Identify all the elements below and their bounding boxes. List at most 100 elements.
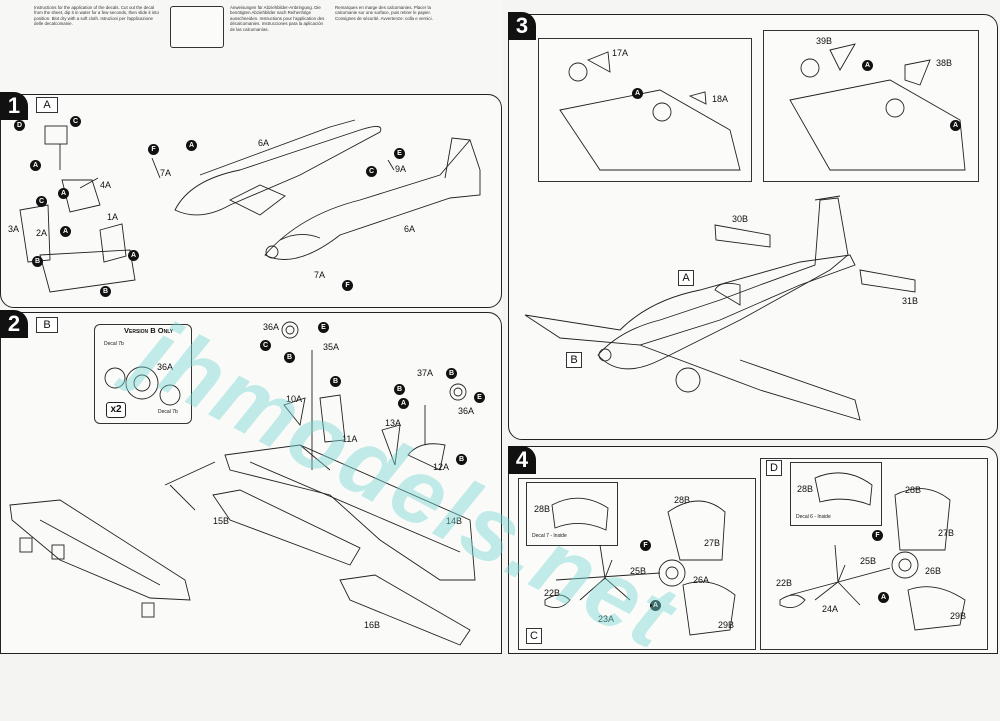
part-label: 4A <box>100 180 112 190</box>
cowl-28b-d <box>894 488 951 551</box>
decal-illustration <box>170 6 224 48</box>
aileron-30b <box>714 224 771 248</box>
callout-b: B <box>394 384 405 395</box>
version-b-part: 36A <box>157 362 174 372</box>
spinner-22b-d <box>779 594 806 609</box>
part-label: 11A <box>342 434 358 444</box>
step-1-panel <box>0 94 502 308</box>
inset-c-decal <box>526 482 618 546</box>
prop-23a <box>579 544 631 601</box>
step-2-sub-label: B <box>36 317 58 333</box>
part-label: 9A <box>395 164 407 174</box>
part-label: 18A <box>712 94 729 104</box>
lower-wing <box>224 444 476 581</box>
part-label: 10A <box>286 394 303 404</box>
callout-e: E <box>318 322 329 333</box>
part-label: 26B <box>925 566 942 576</box>
callout-a: A <box>398 398 409 409</box>
cowl-28b-c <box>667 500 726 561</box>
step-3-inset-right <box>763 30 979 182</box>
callout-a: A <box>862 60 873 71</box>
callout-f: F <box>148 144 159 155</box>
callout-f: F <box>872 530 883 541</box>
part-label: 2A <box>36 228 48 238</box>
part-label: 14B <box>446 516 463 526</box>
callout-a: A <box>58 188 69 199</box>
header-text-col3: Remarques en marge des calcomanies. Plac… <box>335 5 433 21</box>
part-label: 27B <box>704 538 721 548</box>
part-label: 28B <box>674 495 691 505</box>
aircraft-top-wing <box>524 254 856 346</box>
part-label: 30B <box>732 214 749 224</box>
part-label: 27B <box>938 528 955 538</box>
callout-b: B <box>284 352 295 363</box>
step-3-inset-left <box>538 38 752 182</box>
prop-24a <box>814 544 861 606</box>
part-label: 13A <box>385 418 402 428</box>
step-3-sub-label-b: B <box>566 352 582 368</box>
part-label: 36A <box>458 406 475 416</box>
inset-d-caption: Decal 6 - Inside <box>796 514 831 520</box>
part-label: 39B <box>816 36 833 46</box>
callout-b: B <box>446 368 457 379</box>
callout-a: A <box>60 226 71 237</box>
step-1-sub-label: A <box>36 97 58 113</box>
part-label: 36A <box>263 322 280 332</box>
callout-b: B <box>100 286 111 297</box>
version-b-decal-bottom: Decal 7b <box>158 409 178 415</box>
part-label: 28B <box>905 485 922 495</box>
callout-d: D <box>14 120 25 131</box>
part-label: 7A <box>160 168 172 178</box>
part-label: 16B <box>364 620 381 630</box>
callout-b: B <box>330 376 341 387</box>
part-label: 3A <box>8 224 20 234</box>
callout-f: F <box>342 280 353 291</box>
callout-c: C <box>70 116 81 127</box>
step-1-number: 1 <box>0 92 28 120</box>
part-label: 1A <box>107 212 119 222</box>
instrument-panel-icon <box>44 125 68 145</box>
cowl-29b-c <box>682 581 736 636</box>
callout-a: A <box>950 120 961 131</box>
step-2-number: 2 <box>0 310 28 338</box>
step-4-number: 4 <box>508 446 536 474</box>
callout-c: C <box>260 340 271 351</box>
part-label: 31B <box>902 296 919 306</box>
step-3-sub-label-a: A <box>678 270 694 286</box>
detail-wing <box>9 499 191 601</box>
part-label: 37A <box>417 368 434 378</box>
part-label: 26A <box>693 575 710 585</box>
header-text-col1: Instructions for the application of the … <box>34 5 159 27</box>
part-label: 24A <box>822 604 839 614</box>
callout-b: B <box>456 454 467 465</box>
aircraft-fuselage <box>597 197 849 370</box>
inset-c-caption: Decal 7 - Inside <box>532 533 567 539</box>
callout-a: A <box>128 250 139 261</box>
version-b-qty: x2 <box>106 402 126 418</box>
fuselage-right-half <box>264 139 481 260</box>
callout-c: C <box>36 196 47 207</box>
aileron-31b <box>859 269 916 293</box>
callout-a: A <box>30 160 41 171</box>
wing-panel-15b <box>212 489 361 566</box>
part-label: 25B <box>860 556 877 566</box>
part-label: 22B <box>776 578 793 588</box>
part-label: 29B <box>718 620 735 630</box>
step-3-number: 3 <box>508 12 536 40</box>
header-text-col2: Anweisungen für Abziehbilder-Anbringung.… <box>230 5 325 32</box>
part-label: 6A <box>404 224 416 234</box>
part-label: 22B <box>544 588 561 598</box>
step-4-sub-label-c: C <box>526 628 542 644</box>
callout-c: C <box>366 166 377 177</box>
step-4-sub-label-d: D <box>766 460 782 476</box>
callout-e: E <box>474 392 485 403</box>
part-label: 12A <box>433 462 450 472</box>
part-label: 28B <box>797 484 814 494</box>
part-label: 7A <box>314 270 326 280</box>
callout-b: B <box>32 256 43 267</box>
part-label: 29B <box>950 611 967 621</box>
part-label: 25B <box>630 566 647 576</box>
version-b-decal-top: Decal 7b <box>104 341 124 347</box>
part-label: 15B <box>213 516 230 526</box>
callout-a: A <box>650 600 661 611</box>
